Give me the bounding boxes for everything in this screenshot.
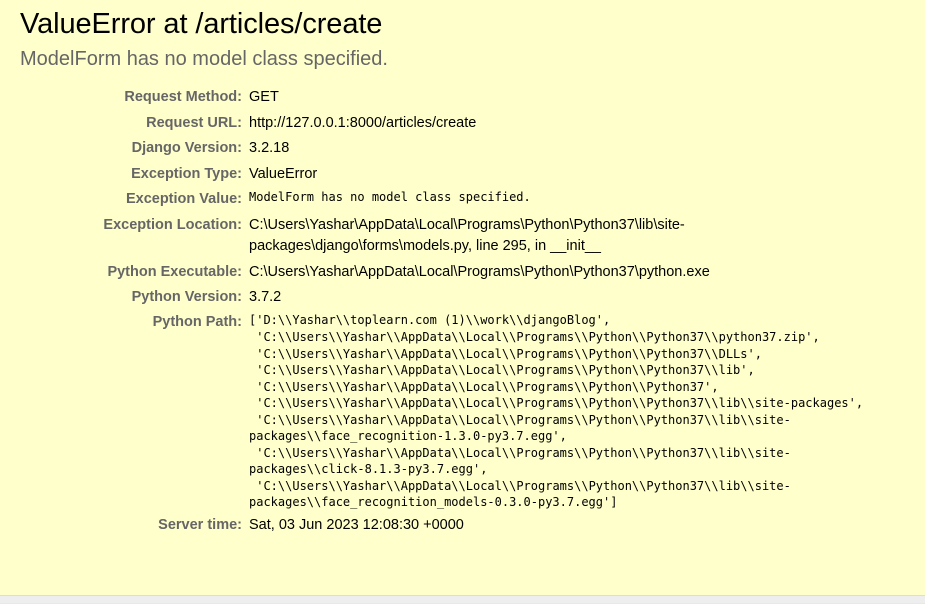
meta-row-label: Exception Location: [103, 216, 242, 233]
meta-row-value: GET [249, 89, 279, 106]
meta-row-value-text: ModelForm has no model class specified. [249, 190, 531, 205]
error-meta-table: Request Method: GET Request URL: http://127… [20, 85, 905, 538]
meta-row-label: Python Path: [152, 314, 242, 331]
meta-row: Django Version: 3.2.18 [20, 136, 905, 161]
meta-row: Python Path: ['D:\\Yashar\\toplearn.com (… [20, 310, 905, 513]
meta-row-label: Server time: [158, 516, 242, 533]
page-bottom-strip [0, 596, 925, 603]
meta-row: Request Method: GET [20, 85, 905, 110]
meta-row: Exception Value: ModelForm has no model c… [20, 187, 905, 212]
meta-row-label: Exception Type: [131, 165, 242, 182]
meta-row-label: Python Executable: [107, 263, 242, 280]
meta-row-value: Sat, 03 Jun 2023 12:08:30 +0000 [249, 516, 464, 533]
meta-row: Request URL: http://127.0.0.1:8000/articl… [20, 111, 905, 136]
meta-row-value: C:\Users\Yashar\AppData\Local\Programs\P… [249, 263, 710, 280]
page-title: ValueError at /articles/create [20, 8, 383, 40]
error-meta-rows: Request Method: GET Request URL: http://127… [20, 85, 905, 538]
page-subtitle: ModelForm has no model class specified. [20, 48, 388, 71]
meta-row-label: Request URL: [146, 114, 242, 131]
meta-row-value: ['D:\\Yashar\\toplearn.com (1)\\work\\dj… [249, 310, 905, 513]
meta-row: Exception Type: ValueError [20, 162, 905, 187]
meta-row-value-text: ['D:\\Yashar\\toplearn.com (1)\\work\\dj… [249, 313, 864, 510]
meta-row-value: 3.2.18 [249, 140, 290, 157]
meta-row: Server time: Sat, 03 Jun 2023 12:08:30 +0… [20, 513, 905, 538]
meta-row-label: Request Method: [124, 89, 242, 106]
meta-row-value: http://127.0.0.1:8000/articles/create [249, 114, 477, 131]
meta-row-label: Exception Value: [125, 191, 242, 208]
meta-row: Python Version: 3.7.2 [20, 285, 905, 310]
meta-row-value: 3.7.2 [249, 288, 282, 305]
meta-row-label: Python Version: [131, 288, 242, 305]
meta-row-value: ModelForm has no model class specified. [249, 187, 905, 212]
meta-row: Python Executable: C:\Users\Yashar\AppDat… [20, 260, 905, 285]
meta-row-value: ValueError [249, 165, 318, 182]
meta-row: Exception Location: C:\Users\Yashar\AppDa… [20, 213, 905, 260]
meta-row-label: Django Version: [131, 140, 242, 157]
meta-row-value: C:\Users\Yashar\AppData\Local\Programs\P… [249, 216, 685, 255]
